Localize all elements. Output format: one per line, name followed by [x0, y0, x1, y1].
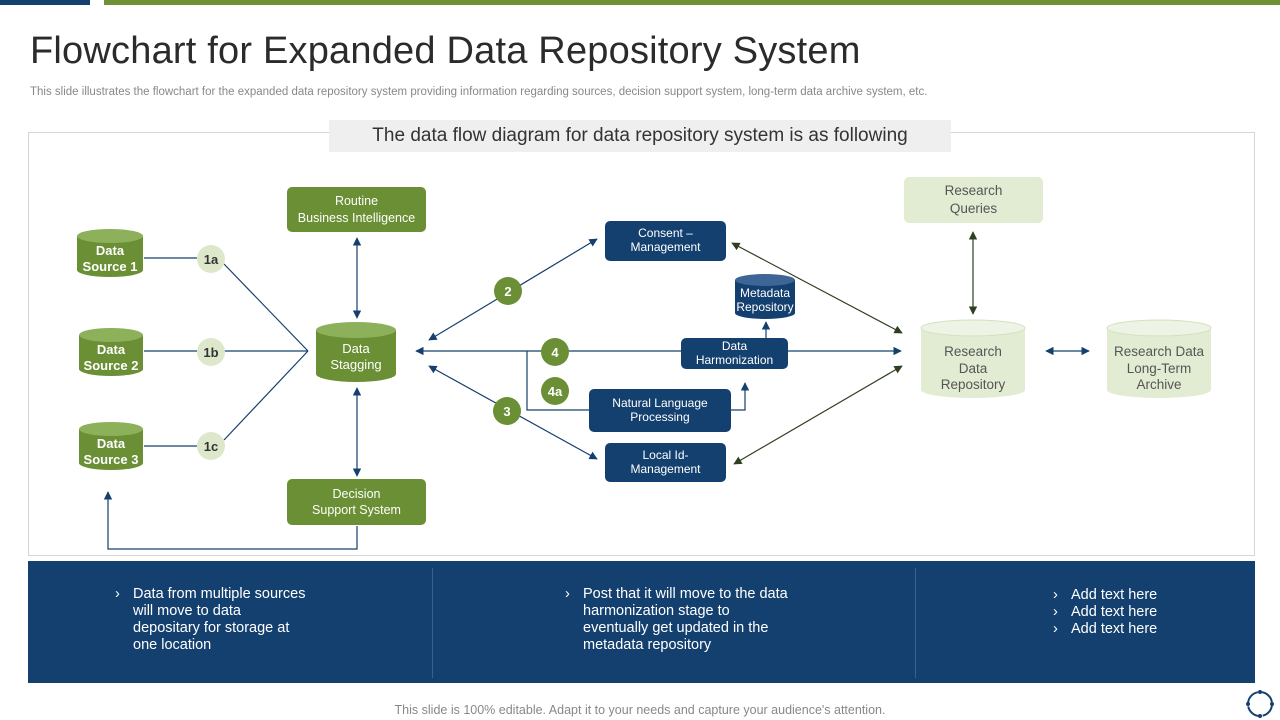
- data-source-2-cylinder: [79, 328, 143, 376]
- circular-refresh-icon: [1246, 690, 1274, 718]
- page-subtitle: This slide illustrates the flowchart for…: [30, 86, 928, 98]
- step-badge-4a: 4a: [541, 377, 569, 405]
- note-3: ›Add text here ›Add text here ›Add text …: [1053, 587, 1158, 637]
- notes-panel: [28, 561, 1255, 683]
- chevron-right-icon: ›: [565, 586, 570, 602]
- chevron-right-icon: ›: [1053, 603, 1058, 620]
- chevron-right-icon: ›: [1053, 620, 1058, 637]
- step-badge-4: 4: [541, 338, 569, 366]
- top-accent-bar-blue: [0, 0, 90, 5]
- step-badge-1c: 1c: [197, 432, 225, 460]
- local-id-management-box: Local Id-Management: [605, 443, 726, 482]
- step-badge-3: 3: [493, 397, 521, 425]
- data-source-1-cylinder: [77, 229, 143, 277]
- footer-note: This slide is 100% editable. Adapt it to…: [394, 703, 886, 717]
- diagram-heading: The data flow diagram for data repositor…: [329, 120, 951, 152]
- notes-divider-2: [915, 568, 916, 678]
- chevron-right-icon: ›: [115, 586, 120, 602]
- chevron-right-icon: ›: [1053, 587, 1058, 603]
- step-badge-2: 2: [494, 277, 522, 305]
- data-source-3-cylinder: [79, 422, 143, 470]
- research-data-repository-cylinder: [920, 319, 1026, 398]
- step-badge-1a: 1a: [197, 245, 225, 273]
- consent-management-box: Consent –Management: [605, 221, 726, 261]
- notes-divider-1: [432, 568, 433, 678]
- archive-cylinder: [1106, 319, 1212, 398]
- page-title: Flowchart for Expanded Data Repository S…: [30, 30, 861, 72]
- data-stagging-cylinder: [316, 322, 396, 382]
- top-accent-bar-green: [104, 0, 1280, 5]
- step-badge-1b: 1b: [197, 338, 225, 366]
